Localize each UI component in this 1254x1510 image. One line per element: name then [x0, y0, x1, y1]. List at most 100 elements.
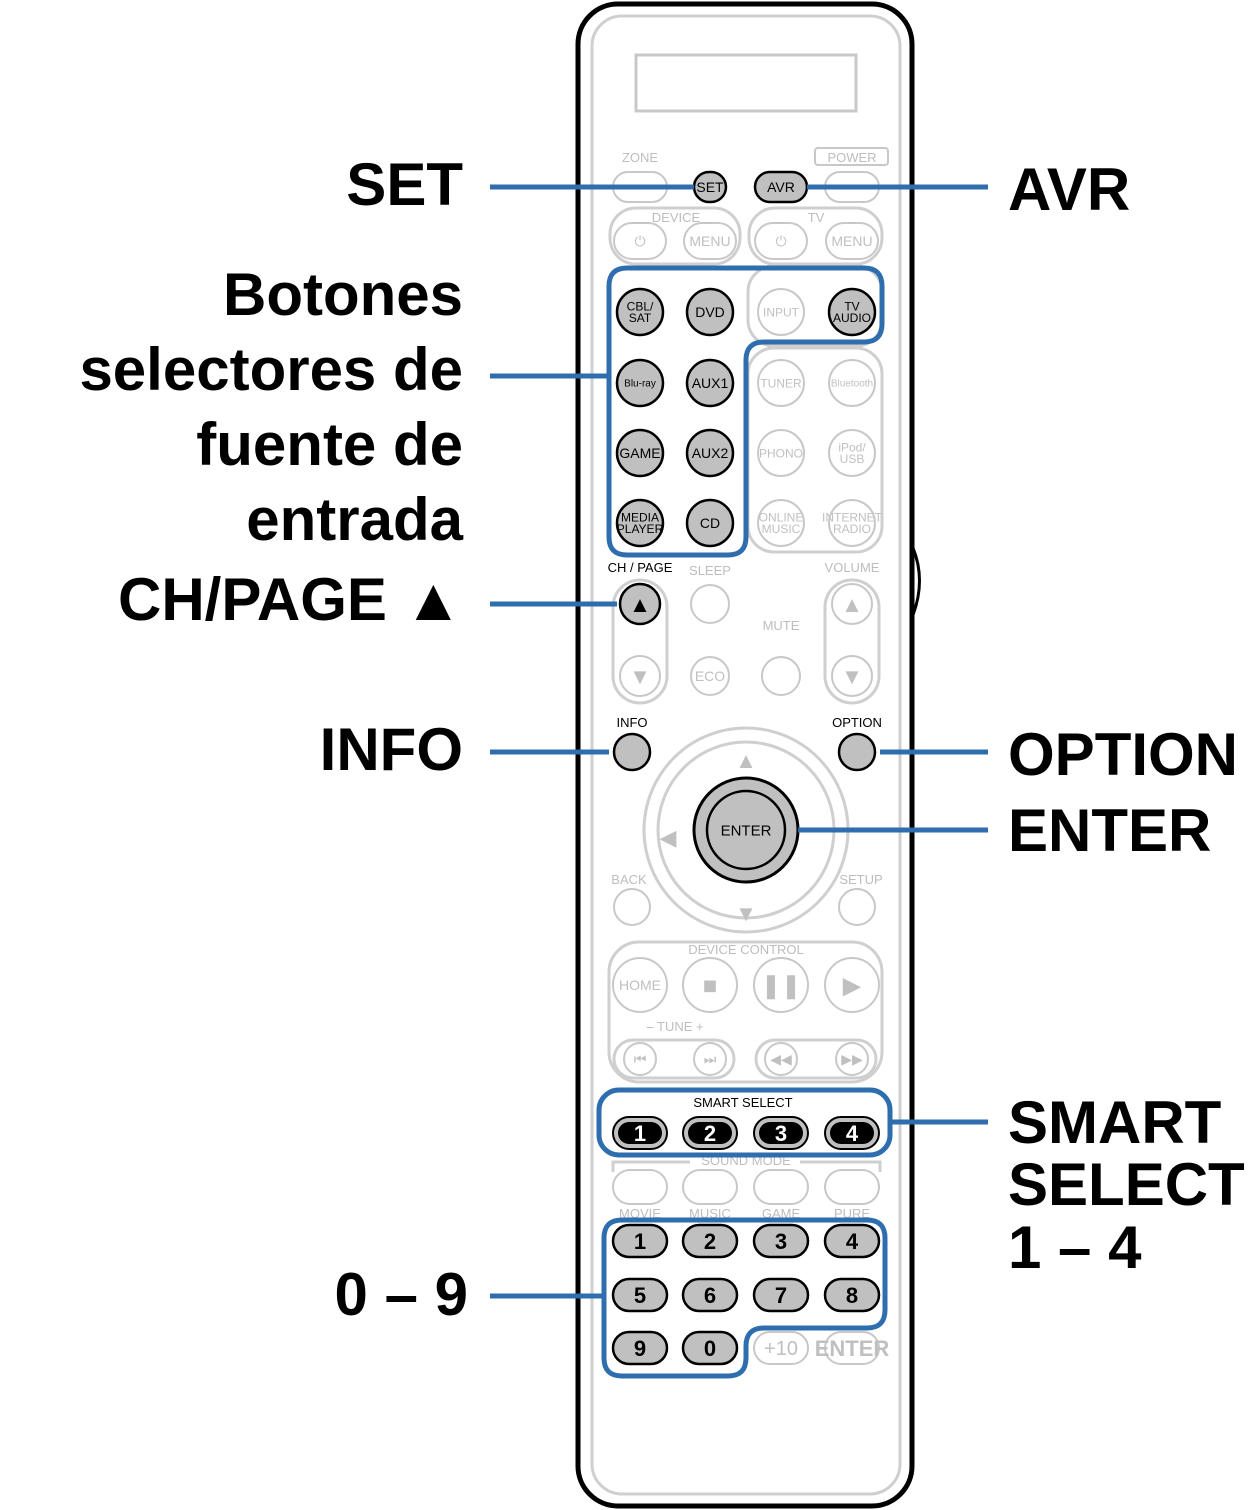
sleep-button[interactable]: [690, 584, 730, 624]
skip-back-button[interactable]: ⏮: [623, 1042, 657, 1076]
dvd-button[interactable]: DVD: [685, 287, 735, 337]
device-power-button[interactable]: ⏻: [613, 222, 667, 260]
button-label: ▲: [735, 748, 757, 773]
smart-4-button[interactable]: 4: [824, 1116, 880, 1150]
num-2-button[interactable]: 2: [681, 1223, 739, 1259]
button-label: ⏭: [704, 1051, 717, 1067]
button-label: ◀: [660, 825, 677, 850]
num-4-button[interactable]: 4: [823, 1223, 881, 1259]
button-label: INPUT: [763, 305, 800, 319]
cd-button[interactable]: CD: [685, 498, 735, 548]
num-1-button[interactable]: 1: [611, 1223, 669, 1259]
callout-label-digits: 0 – 9: [335, 1261, 468, 1328]
button-label: iPod/: [838, 441, 866, 455]
num-5-button[interactable]: 5: [611, 1277, 669, 1313]
cursor-up-button[interactable]: ▲: [735, 748, 757, 773]
button-label: MENU: [831, 233, 872, 249]
num-0-button[interactable]: 0: [681, 1330, 739, 1366]
button-label: 6: [704, 1283, 716, 1308]
callout-label-smart-2: SELECT: [1008, 1151, 1245, 1218]
ch-up-button[interactable]: ▲: [618, 582, 662, 626]
remote-label-tv: TV: [808, 210, 825, 225]
pause-button[interactable]: ❚❚: [753, 957, 809, 1013]
vol-up-button[interactable]: ▲: [831, 583, 873, 625]
remote-label-mute: MUTE: [763, 618, 800, 633]
back-button[interactable]: [613, 888, 651, 926]
button-label: MUSIC: [762, 522, 801, 536]
ch-down-button[interactable]: ▼: [619, 655, 661, 697]
aux1-button[interactable]: AUX1: [685, 358, 735, 408]
option-button[interactable]: [837, 732, 877, 772]
eco-button[interactable]: ECO: [690, 656, 730, 696]
button-label: 5: [634, 1283, 646, 1308]
smart-3-button[interactable]: 3: [753, 1116, 809, 1150]
callout-label-smart-1: SMART: [1008, 1089, 1221, 1156]
remote-label-smart-select: SMART SELECT: [693, 1095, 792, 1110]
play-button[interactable]: ▶: [824, 957, 880, 1013]
button-label: AUX1: [692, 375, 729, 391]
bluetooth-button[interactable]: Bluetooth: [828, 359, 876, 407]
button-label: ▲: [629, 592, 651, 617]
tv-menu-button[interactable]: MENU: [825, 222, 879, 260]
fast-fwd-button[interactable]: ▶▶: [835, 1042, 869, 1076]
smart-2-button[interactable]: 2: [682, 1116, 738, 1150]
ipod-usb-button[interactable]: iPod/USB: [828, 429, 876, 477]
game-mode-button[interactable]: [753, 1169, 809, 1205]
remote-label-ch-page: CH / PAGE: [608, 560, 673, 575]
cursor-down-button[interactable]: ▼: [735, 901, 757, 926]
button-label: GAME: [619, 445, 660, 461]
cursor-left-button[interactable]: ◀: [660, 825, 677, 850]
home-button[interactable]: HOME: [612, 957, 668, 1013]
movie-button[interactable]: [612, 1169, 668, 1205]
num-8-button[interactable]: 8: [823, 1277, 881, 1313]
tv-power-button[interactable]: ⏻: [754, 222, 808, 260]
aux2-button[interactable]: AUX2: [685, 428, 735, 478]
avr-button[interactable]: AVR: [753, 170, 809, 204]
button-label: 1: [634, 1121, 646, 1146]
mute-button[interactable]: [761, 656, 801, 696]
num-3-button[interactable]: 3: [752, 1223, 810, 1259]
stop-button[interactable]: ■: [682, 957, 738, 1013]
info-button[interactable]: [612, 732, 652, 772]
device-menu-button[interactable]: MENU: [683, 222, 737, 260]
button-label: CD: [700, 515, 720, 531]
num-6-button[interactable]: 6: [681, 1277, 739, 1313]
rewind-button[interactable]: ◀◀: [764, 1042, 798, 1076]
input-button[interactable]: INPUT: [757, 288, 805, 336]
button-label: ⏻: [775, 233, 786, 249]
remote-label-power: POWER: [827, 150, 876, 165]
callout-label-source-1: Botones: [223, 261, 463, 328]
num-7-button[interactable]: 7: [752, 1277, 810, 1313]
bluray-button[interactable]: Blu-ray: [615, 358, 665, 408]
plus10-button[interactable]: +10: [753, 1331, 809, 1365]
button-label: ECO: [695, 668, 725, 684]
set-button[interactable]: SET: [692, 170, 728, 204]
button-label: 3: [775, 1121, 787, 1146]
num-enter-button[interactable]: ENTER: [815, 1331, 890, 1365]
button-label: USB: [840, 452, 865, 466]
enter-button[interactable]: ENTER: [692, 776, 800, 884]
cbl-sat-button[interactable]: CBL/SAT: [615, 287, 665, 337]
music-button[interactable]: [682, 1169, 738, 1205]
pure-button[interactable]: [824, 1169, 880, 1205]
button-label: ONLINE: [759, 511, 804, 525]
skip-fwd-button[interactable]: ⏭: [693, 1042, 727, 1076]
remote-inner-edge: [590, 14, 902, 1496]
phono-button[interactable]: PHONO: [757, 429, 805, 477]
game-button[interactable]: GAME: [615, 428, 665, 478]
remote-label-movie: MOVIE: [619, 1206, 661, 1221]
button-label: SET: [696, 179, 724, 195]
smart-1-button[interactable]: 1: [612, 1116, 668, 1150]
vol-down-button[interactable]: ▼: [831, 655, 873, 697]
remote-display: [634, 53, 858, 113]
num-9-button[interactable]: 9: [611, 1330, 669, 1366]
setup-button[interactable]: [838, 888, 876, 926]
tuner-button[interactable]: TUNER: [757, 359, 805, 407]
button-label: ENTER: [721, 822, 772, 839]
remote-label-music: MUSIC: [689, 1206, 731, 1221]
button-label: ❚❚: [761, 973, 801, 1000]
